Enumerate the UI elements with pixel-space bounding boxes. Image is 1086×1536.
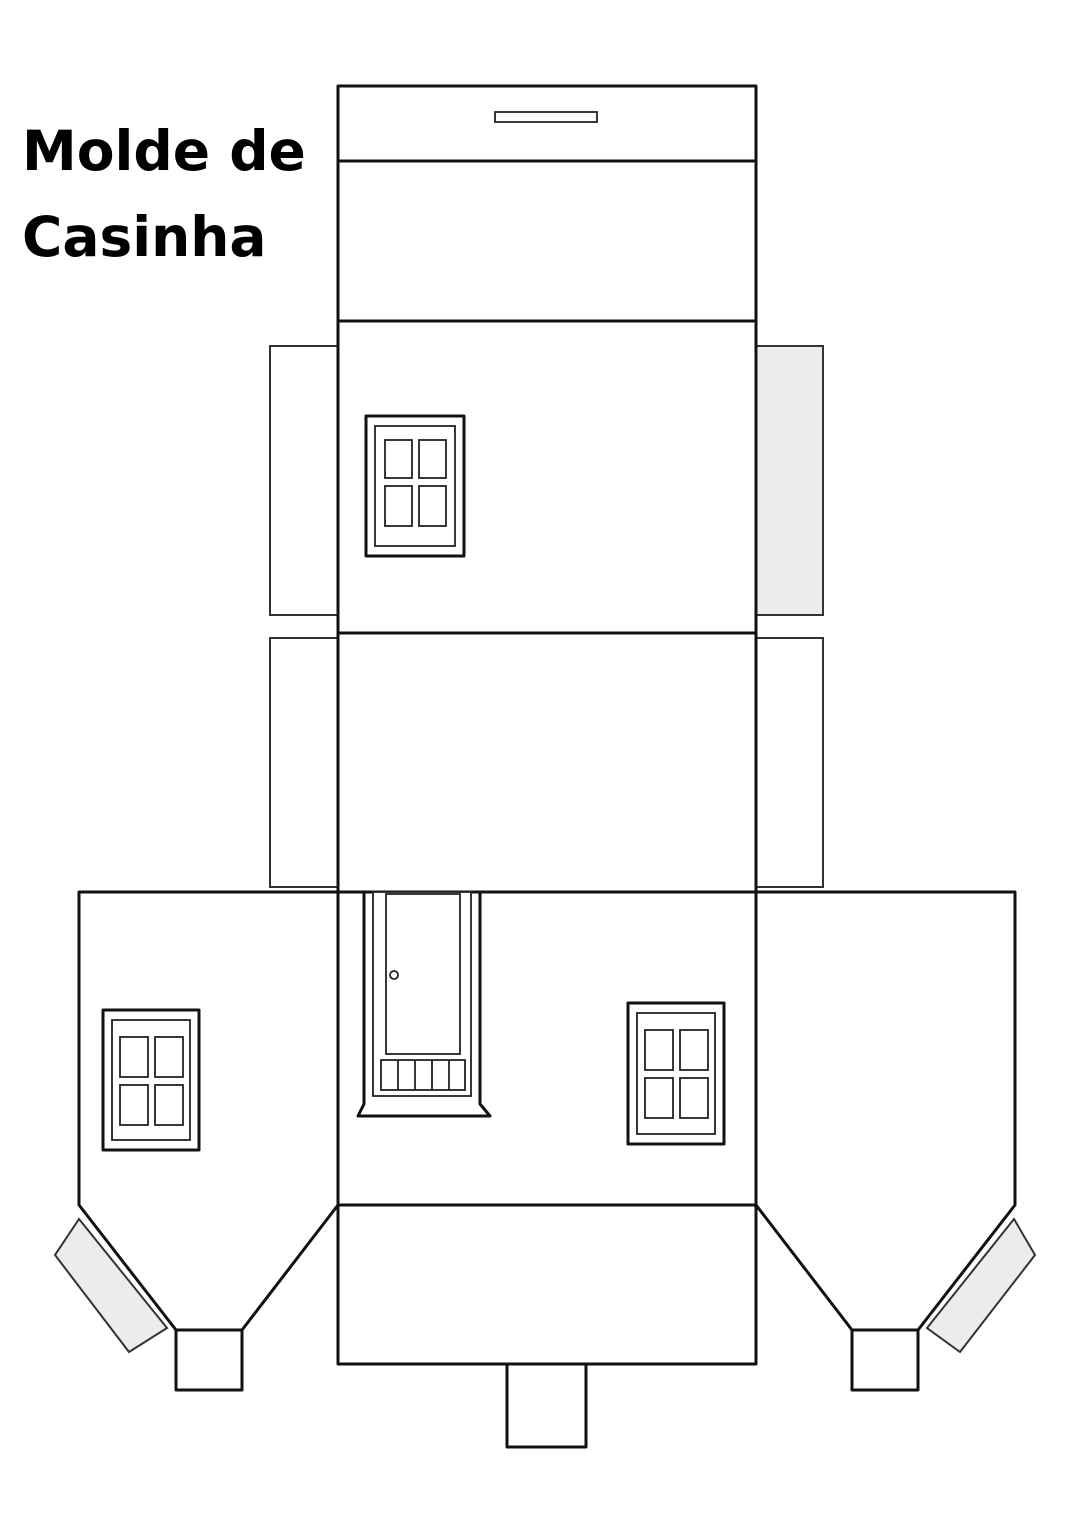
floor-panel [336, 631, 758, 894]
left-roof-glue-tab [53, 1217, 169, 1354]
right-roof-glue-tab [925, 1217, 1037, 1354]
left-gable-tab [174, 1328, 244, 1392]
right-gable-tab [850, 1328, 920, 1392]
roof-bottom-panel [336, 1203, 758, 1366]
page-title: Molde de Casinha [22, 108, 332, 280]
bottom-glue-tab [505, 1362, 588, 1449]
right-lower-glue-tab [755, 637, 824, 888]
window-upper-wall [364, 414, 466, 558]
window-left-gable [101, 1008, 201, 1152]
left-lower-glue-tab [269, 637, 339, 888]
right-gable-wall [754, 890, 1017, 1332]
title-line-1: Molde de [22, 119, 306, 183]
door-front-wall [356, 890, 492, 1118]
title-line-2: Casinha [22, 205, 267, 269]
window-front-wall [626, 1001, 726, 1146]
right-upper-glue-tab [755, 345, 824, 616]
roof-slot [494, 111, 598, 123]
left-upper-glue-tab [269, 345, 339, 616]
